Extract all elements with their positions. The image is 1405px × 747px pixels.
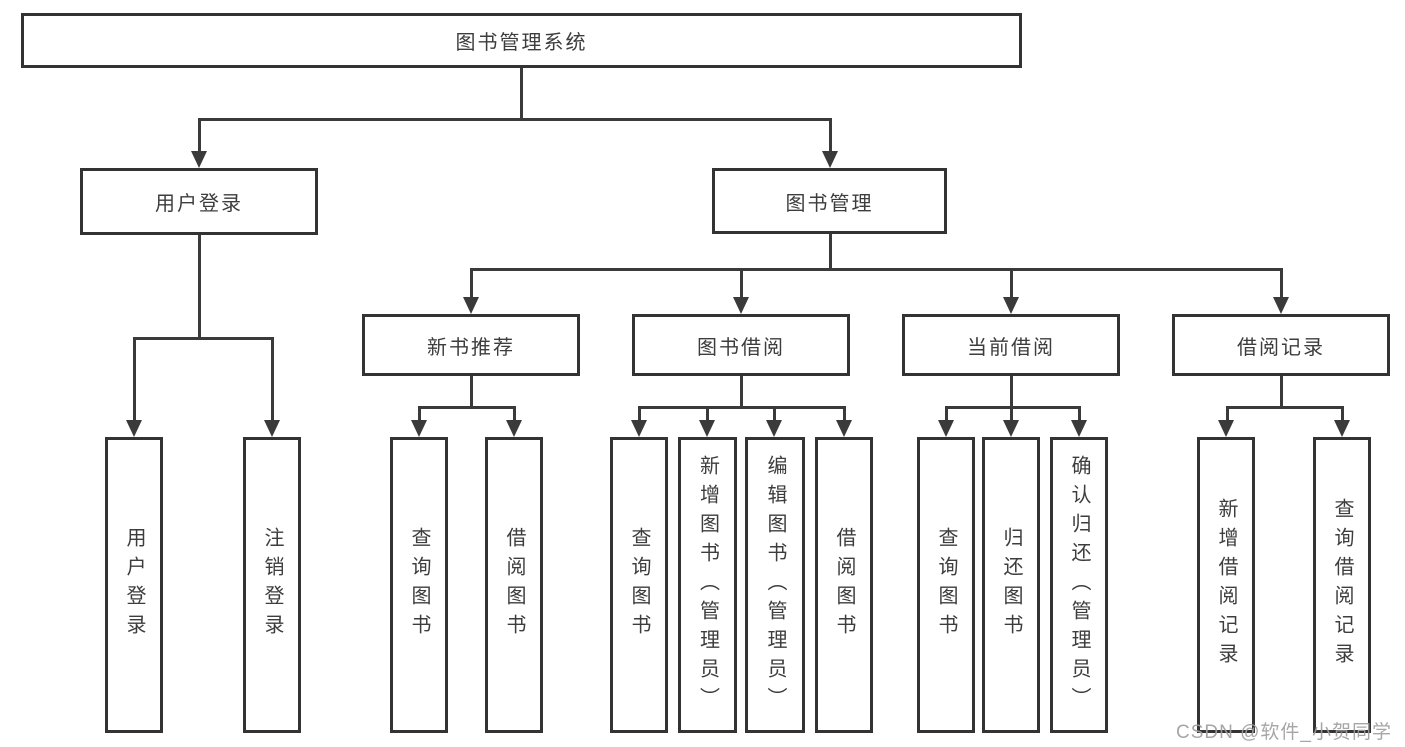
node-current-borrow: 当前借阅 [902,314,1120,376]
connector-line [133,337,274,340]
connector-line [773,406,776,423]
arrowhead-icon [506,420,522,437]
arrowhead-icon [191,151,207,168]
leaf-newbooks-borrow-books-label: 借阅图书 [503,527,525,643]
connector-line [1010,268,1013,300]
node-book-borrow-label: 图书借阅 [697,336,785,359]
connector-line [198,118,201,154]
connector-line [638,406,641,423]
leaf-edit-books-admin-label: 编辑图书（管理员） [764,454,786,716]
arrowhead-icon [1003,297,1019,314]
leaf-confirm-return-admin-label: 确认归还（管理员） [1068,454,1090,716]
connector-line [1341,406,1344,423]
leaf-current-query-books-label: 查询图书 [935,527,957,643]
node-book-mgmt-label: 图书管理 [785,192,874,215]
connector-line [133,337,136,423]
connector-line [1226,406,1229,423]
node-new-books: 新书推荐 [362,314,580,376]
leaf-current-query-books: 查询图书 [917,437,975,733]
connector-line [829,234,832,271]
leaf-borrow-borrow-books: 借阅图书 [815,437,873,733]
arrowhead-icon [264,420,280,437]
connector-line [513,406,516,423]
arrowhead-icon [1218,420,1234,437]
arrowhead-icon [1003,420,1019,437]
connector-line [470,376,473,409]
leaf-query-borrow-record-label: 查询借阅记录 [1331,498,1353,672]
arrowhead-icon [733,297,749,314]
arrowhead-icon [1273,297,1289,314]
connector-line [198,118,832,121]
connector-line [638,406,846,409]
arrowhead-icon [631,420,647,437]
leaf-add-books-admin: 新增图书（管理员） [678,437,737,733]
watermark: CSDN @软件_小贺同学 [1176,722,1392,743]
node-root-label: 图书管理系统 [455,32,588,54]
leaf-user-login-label: 用户登录 [123,527,145,643]
connector-line [706,406,709,423]
connector-line [1280,268,1283,300]
leaf-add-books-admin-label: 新增图书（管理员） [696,454,719,716]
leaf-logout-label: 注销登录 [261,527,283,643]
connector-line [1010,406,1013,423]
connector-line [945,406,1081,409]
node-root: 图书管理系统 [21,13,1022,68]
node-new-books-label: 新书推荐 [427,336,515,359]
connector-line [843,406,846,423]
arrowhead-icon [463,297,479,314]
arrowhead-icon [411,420,427,437]
connector-line [470,268,473,300]
connector-line [418,406,421,423]
leaf-confirm-return-admin: 确认归还（管理员） [1050,437,1108,733]
connector-line [740,376,743,409]
node-borrow-records: 借阅记录 [1172,314,1390,376]
leaf-borrow-query-books-label: 查询图书 [628,527,650,643]
arrowhead-icon [1071,420,1087,437]
arrowhead-icon [699,420,715,437]
leaf-borrow-query-books: 查询图书 [610,437,668,733]
leaf-user-login: 用户登录 [105,437,163,733]
leaf-edit-books-admin: 编辑图书（管理员） [745,437,805,733]
arrowhead-icon [822,151,838,168]
leaf-logout: 注销登录 [243,437,301,733]
connector-line [740,268,743,300]
arrowhead-icon [938,420,954,437]
connector-line [1280,376,1283,409]
node-current-borrow-label: 当前借阅 [967,336,1055,359]
connector-line [1226,406,1344,409]
leaf-return-books-label: 归还图书 [1000,527,1022,643]
arrowhead-icon [126,420,142,437]
node-book-borrow: 图书借阅 [632,314,850,376]
connector-line [520,68,523,121]
leaf-add-borrow-record-label: 新增借阅记录 [1215,498,1237,672]
node-user-login: 用户登录 [80,168,318,235]
connector-line [198,235,201,340]
leaf-borrow-borrow-books-label: 借阅图书 [833,527,855,643]
connector-line [1010,376,1013,409]
leaf-newbooks-borrow-books: 借阅图书 [485,437,543,733]
arrowhead-icon [766,420,782,437]
leaf-return-books: 归还图书 [982,437,1040,733]
connector-line [1078,406,1081,423]
leaf-query-borrow-record: 查询借阅记录 [1313,437,1371,733]
connector-line [470,268,1283,271]
arrowhead-icon [1334,420,1350,437]
connector-line [418,406,516,409]
connector-line [271,337,274,423]
node-user-login-label: 用户登录 [155,193,243,215]
node-borrow-records-label: 借阅记录 [1237,336,1325,359]
leaf-add-borrow-record: 新增借阅记录 [1197,437,1255,733]
leaf-newbooks-query-books: 查询图书 [390,437,448,733]
node-book-mgmt: 图书管理 [712,168,947,234]
leaf-newbooks-query-books-label: 查询图书 [408,527,430,643]
connector-line [945,406,948,423]
connector-line [829,118,832,154]
arrowhead-icon [836,420,852,437]
